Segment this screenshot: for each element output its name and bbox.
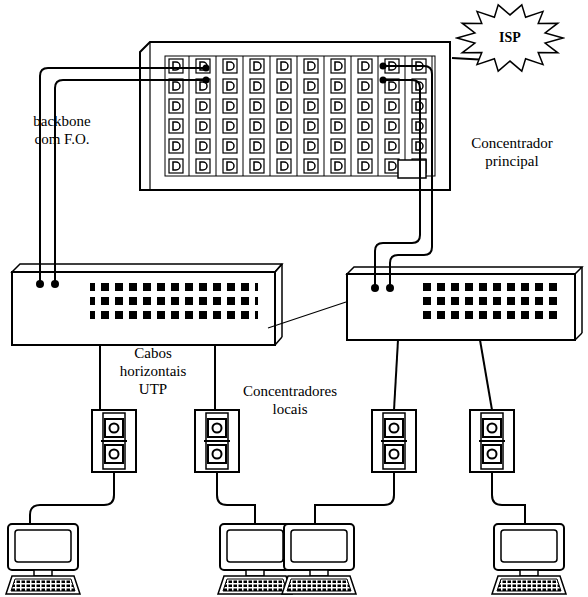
- cable-label: Cabos horizontais UTP: [116, 344, 190, 398]
- node-heading: Concentrador principal: [458, 134, 566, 170]
- concentrator-label: Concentradores locais: [238, 382, 342, 418]
- isp-cloud: ISP: [455, 2, 565, 74]
- cloud-label: ISP: [455, 29, 565, 47]
- main-concentrator: Concentrador principal: [140, 40, 452, 192]
- backbone-label: backbone com F.O.: [20, 112, 104, 148]
